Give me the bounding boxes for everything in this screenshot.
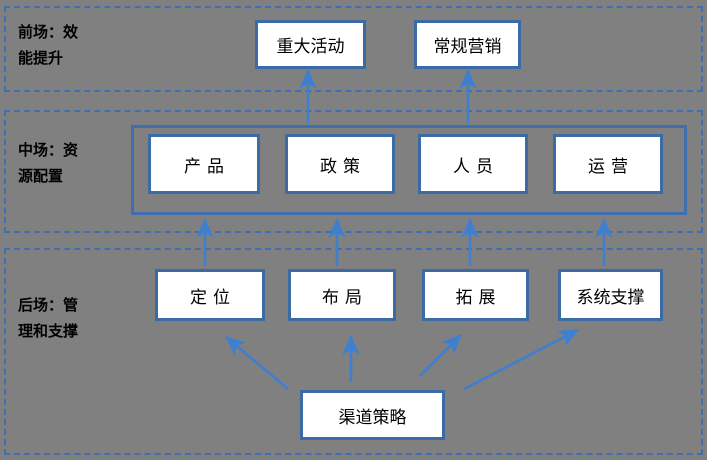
zone-back-label-line1: 后场：管 [18,297,79,314]
zone-front-label: 前场：效 能提升 [18,20,110,72]
node-policy[interactable]: 政策 [285,134,395,194]
node-major-events[interactable]: 重大活动 [255,20,366,69]
zone-front-label-line2: 能提升 [18,50,64,67]
zone-middle-label-line2: 源配置 [18,168,64,185]
node-personnel[interactable]: 人员 [418,134,528,194]
zone-back [4,248,703,455]
zone-back-label-line2: 理和支撑 [18,323,79,340]
node-system-support[interactable]: 系统支撑 [558,269,663,321]
node-channel-strategy[interactable]: 渠道策略 [300,390,445,440]
node-routine-marketing[interactable]: 常规营销 [414,20,521,69]
zone-middle [4,110,703,233]
zone-middle-label: 中场：资 源配置 [18,138,110,190]
node-layout[interactable]: 布局 [288,269,396,321]
node-positioning[interactable]: 定位 [155,269,265,321]
zone-back-label: 后场：管 理和支撑 [18,293,110,345]
node-operations[interactable]: 运营 [553,134,663,194]
node-product[interactable]: 产品 [148,134,260,194]
zone-middle-label-line1: 中场：资 [18,142,79,159]
zone-front [4,6,703,92]
resource-allocation-frame [131,125,687,215]
node-expansion[interactable]: 拓展 [422,269,529,321]
zone-front-label-line1: 前场：效 [18,24,79,41]
